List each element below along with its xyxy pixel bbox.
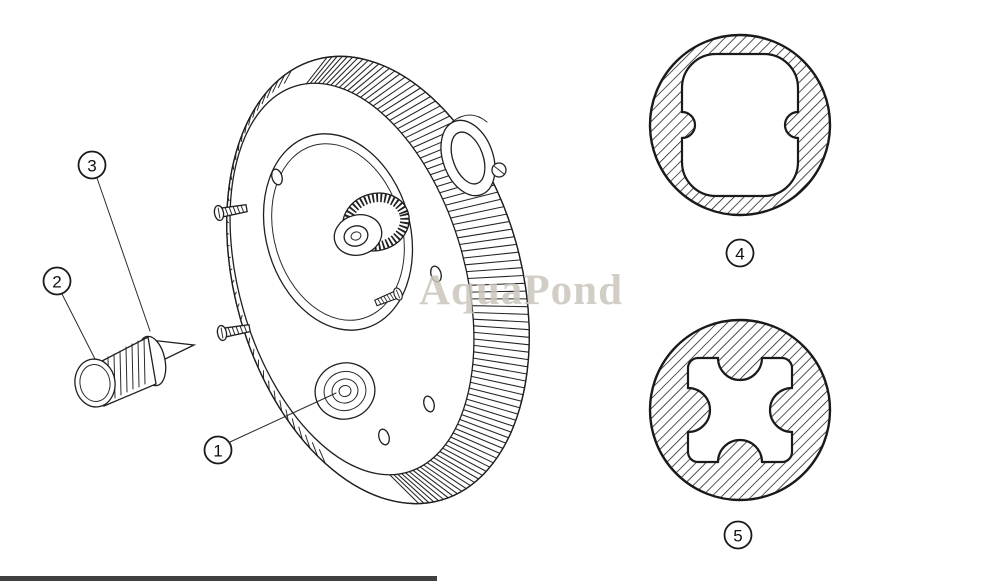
callouts: 3 2 1 <box>42 150 337 465</box>
callout-3-label: 3 <box>87 157 96 176</box>
section-4-bore <box>680 52 800 198</box>
hub-knurled-shaft <box>333 192 410 256</box>
leader-line-2 <box>61 293 96 360</box>
disc-face <box>229 82 475 476</box>
leader-line-1 <box>229 392 337 443</box>
callout-1-circle <box>203 435 233 465</box>
cross-section-4: 4 <box>648 33 832 268</box>
callout-4-circle <box>725 238 755 268</box>
callout-2-circle <box>42 266 72 296</box>
section-5-bore <box>686 356 794 464</box>
rotor-cap-assembly <box>74 335 197 408</box>
mounting-holes <box>271 168 442 446</box>
cross-section-5: 5 <box>648 318 832 550</box>
bearing-seat <box>314 362 376 420</box>
callout-2-label: 2 <box>52 273 61 292</box>
disc-clip <box>440 114 507 197</box>
callout-3-circle <box>77 150 107 180</box>
end-cap <box>74 358 116 408</box>
disc-assembly-drawing <box>226 55 530 505</box>
callout-5-circle <box>723 520 753 550</box>
callout-5-label: 5 <box>733 527 742 546</box>
leader-line-3 <box>96 177 151 332</box>
callout-1-label: 1 <box>213 442 222 461</box>
bottom-edge-bar <box>0 576 437 581</box>
callout-4-label: 4 <box>735 245 744 264</box>
disc-outer-outline <box>226 55 530 505</box>
